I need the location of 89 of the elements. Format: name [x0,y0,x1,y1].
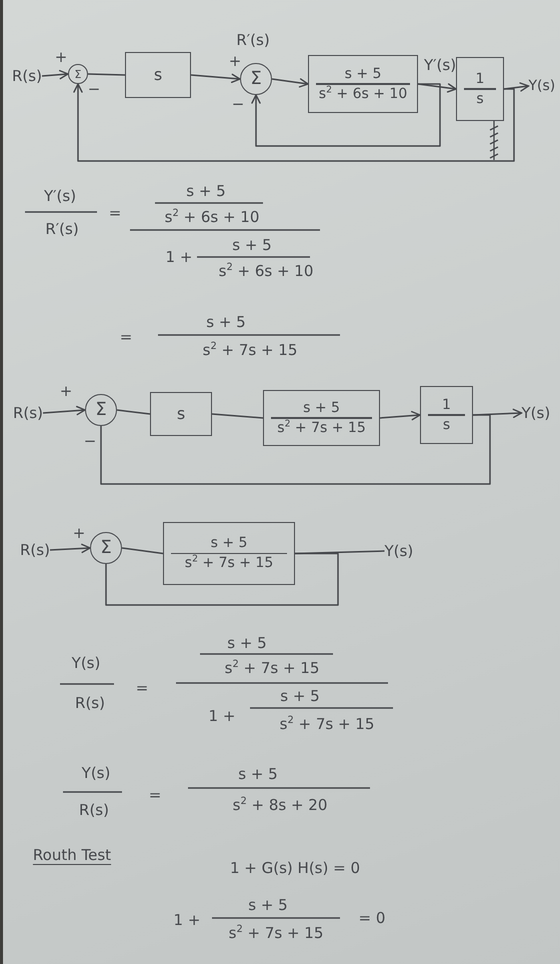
denominator-text: s$^{2}$ + 7s + 15 [224,659,320,677]
summing-junction [85,394,117,426]
denominator-text: R(s) [79,801,109,819]
transfer-function-block [263,390,380,446]
transfer-function-block [420,386,473,444]
denominator-label: s$^{2}$ + 6s + 10 [318,86,408,102]
signal-arrow [472,408,522,418]
gain-label: s [176,404,186,424]
transfer-function-block [456,57,504,121]
equals-sign: = [120,328,132,346]
sign-label: − [84,432,96,450]
signal-label: Y(s) [528,78,556,94]
numerator-text: s + 5 [280,687,320,705]
numerator-text: s + 5 [227,634,267,652]
feedback-line [100,414,491,485]
feedback-arrow [251,83,441,147]
equation-term: = 0 [358,909,386,927]
summing-junction [240,63,272,95]
signal-label: R′(s) [236,31,270,49]
numerator-text: s + 5 [232,236,272,254]
numerator-text: s + 5 [238,765,278,783]
equation-text: 1 + G(s) H(s) = 0 [230,859,360,877]
denominator-text: s$^{2}$ + 7s + 15 [202,341,298,359]
sigma-symbol: Σ [74,68,82,80]
numerator-label: 1 [476,70,484,88]
denominator-text: s$^{2}$ + 7s + 15 [228,924,324,942]
feedback-arrow [73,83,515,162]
signal-label: R(s) [20,541,50,559]
summing-junction [68,64,88,84]
sign-label: + [72,524,86,542]
signal-line [116,409,150,415]
signal-arrow [50,544,91,554]
signal-arrow [272,78,309,88]
denominator-label: s [442,416,450,434]
equation-term: 1 + [174,911,200,929]
signal-label: R(s) [13,404,43,422]
numerator-label: s + 5 [210,535,248,552]
numerator-text: s + 5 [206,313,246,331]
numerator-label: s + 5 [303,400,340,416]
section-heading: Routh Test [32,846,112,864]
signal-line [212,413,264,419]
denominator-label: s$^{2}$ + 7s + 15 [184,555,274,572]
denominator-text: s$^{2}$ + 7s + 15 [280,715,374,733]
denominator-text: s$^{2}$ + 8s + 20 [232,796,328,814]
equals-sign: = [108,204,122,222]
denominator-label: s$^{2}$ + 7s + 15 [277,420,366,436]
numerator-text: Y′(s) [44,187,76,205]
sign-label: − [88,80,100,98]
signal-label: Y(s) [522,404,550,422]
signal-arrow [504,82,530,92]
signal-line [88,73,126,76]
signal-label: Y′(s) [424,56,456,74]
signal-arrow [42,70,69,80]
numerator-text: Y(s) [82,764,110,782]
signal-label: R(s) [12,67,42,85]
signal-label: Y(s) [384,542,414,560]
sign-label: + [228,52,242,70]
equation-term: 1 + [166,248,192,266]
equals-sign: = [136,679,148,697]
sigma-symbol: Σ [100,539,112,557]
signal-line [294,550,385,554]
sigma-symbol: Σ [250,70,262,88]
transfer-function-block [150,392,212,436]
denominator-text: s$^{2}$ + 6s + 10 [164,208,260,226]
numerator-text: Y(s) [72,654,100,672]
signal-arrow [380,410,421,420]
sign-label: − [232,95,244,113]
transfer-function-block [308,55,418,113]
transfer-function-block [163,522,295,585]
equals-sign: = [148,786,162,804]
denominator-text: R′(s) [45,220,79,238]
sign-label: + [54,48,68,66]
gain-label: s [154,65,162,85]
signal-line [122,547,164,554]
denominator-text: R(s) [75,694,105,712]
feedback-line [105,552,339,606]
equation-term: 1 + [208,707,236,725]
numerator-label: 1 [442,396,451,414]
numerator-text: s + 5 [186,182,226,200]
transfer-function-block [125,52,191,98]
sigma-symbol: Σ [95,401,107,419]
signal-arrow [42,406,86,416]
denominator-text: s$^{2}$ + 6s + 10 [218,262,314,280]
signal-arrow [190,74,241,84]
denominator-label: s [476,90,484,108]
sign-label: + [60,382,72,400]
numerator-label: s + 5 [344,66,382,82]
summing-junction [90,532,122,564]
numerator-text: s + 5 [248,896,288,914]
